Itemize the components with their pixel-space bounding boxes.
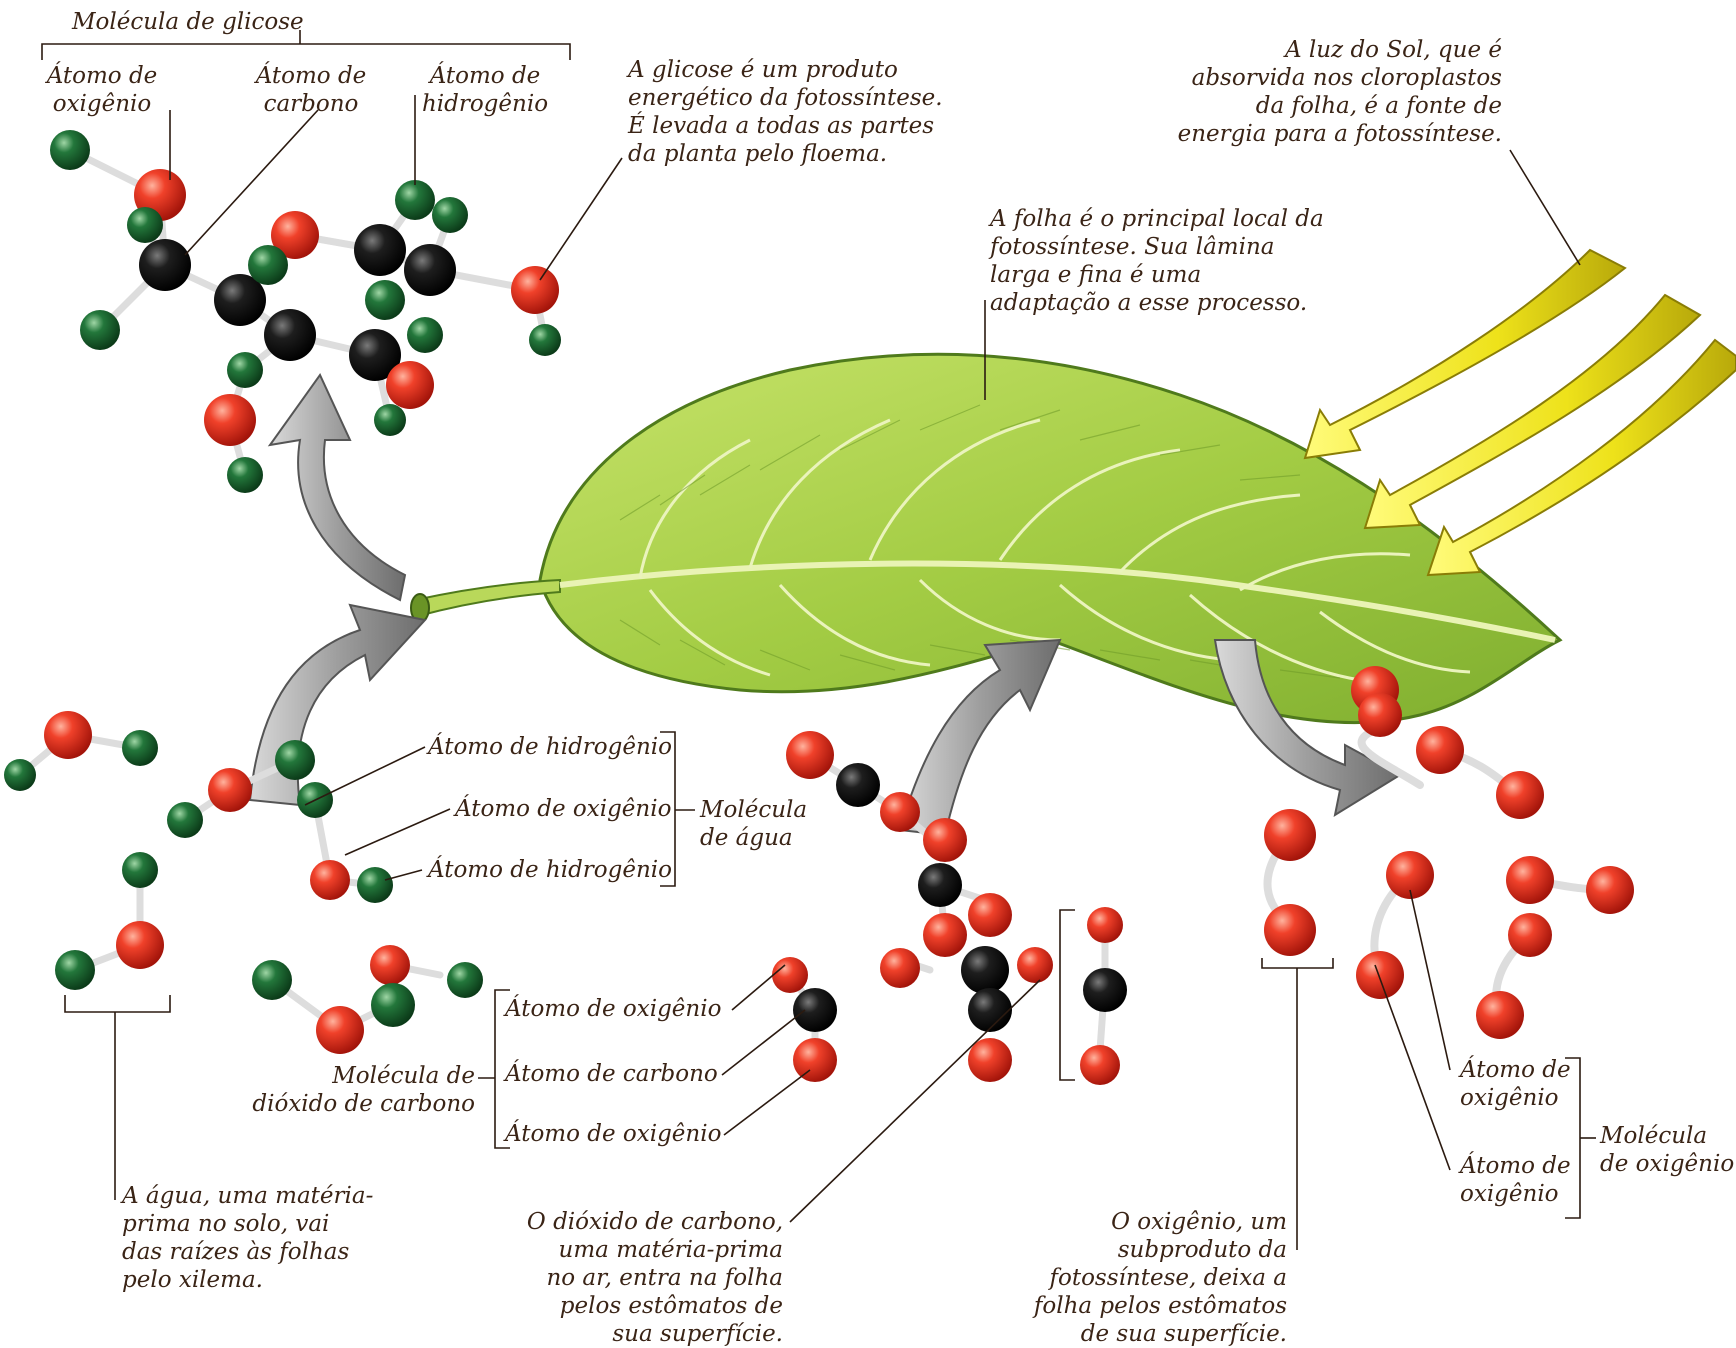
co2-molecule-label: Molécula de dióxido de carbono (230, 1062, 475, 1118)
glucose-oxygen-atom-label: Átomo de oxigênio (42, 62, 162, 118)
co2-oxygen-atom-label-1: Átomo de oxigênio (505, 995, 721, 1023)
water-description: A água, uma matéria- prima no solo, vai … (122, 1182, 373, 1294)
co2-oxygen-atom-label-2: Átomo de oxigênio (505, 1120, 721, 1148)
co2-molecules-left (252, 945, 483, 1054)
o2-oxygen-atom-label-2: Átomo de oxigênio (1460, 1152, 1571, 1208)
glucose-description: A glicose é um produto energético da fot… (628, 56, 943, 168)
glucose-carbon-atom-label: Átomo de carbono (246, 62, 376, 118)
water-molecule-label: Molécula de água (700, 796, 807, 852)
sunlight-arrows (1305, 250, 1736, 575)
glucose-hydrogen-atom-label: Átomo de hidrogênio (410, 62, 560, 118)
o2-oxygen-atom-label-1: Átomo de oxigênio (1460, 1056, 1571, 1112)
leaf-description: A folha é o principal local da fotossínt… (990, 205, 1324, 317)
water-molecules (4, 711, 393, 990)
oxygen-description: O oxigênio, um subproduto da fotossíntes… (1005, 1208, 1287, 1348)
o2-molecule-label: Molécula de oxigênio (1600, 1122, 1734, 1178)
water-hydrogen-atom-label-1: Átomo de hidrogênio (428, 733, 672, 761)
water-hydrogen-atom-label-2: Átomo de hidrogênio (428, 856, 672, 884)
co2-description: O dióxido de carbono, uma matéria-prima … (478, 1208, 783, 1348)
glucose-molecule-label: Molécula de glicose (72, 8, 304, 36)
co2-carbon-atom-label: Átomo de carbono (505, 1060, 718, 1088)
sunlight-description: A luz do Sol, que é absorvida nos clorop… (1150, 36, 1502, 148)
water-oxygen-atom-label: Átomo de oxigênio (455, 795, 671, 823)
